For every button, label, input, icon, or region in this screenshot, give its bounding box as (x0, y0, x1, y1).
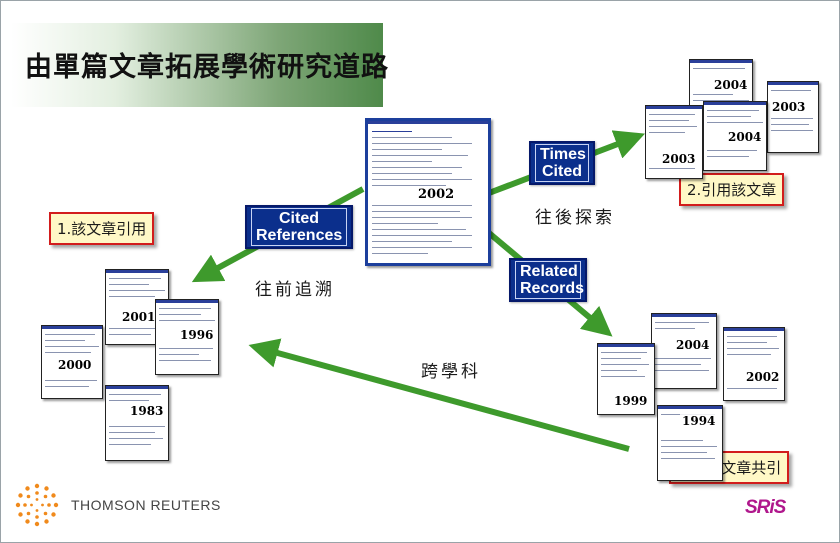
direction-forward: 往後探索 (535, 208, 615, 228)
doc-year: 2004 (726, 130, 764, 144)
title-banner: 由單篇文章拓展學術研究道路 (11, 23, 388, 107)
doc-year: 2002 (744, 370, 782, 384)
citing-doc: 2004 (703, 101, 767, 171)
thomson-reuters-name: THOMSON REUTERS (71, 497, 221, 513)
cited-ref-doc: 1996 (155, 299, 219, 375)
center-article-record: 2002 (365, 118, 491, 266)
cited-references-line2: References (256, 227, 343, 244)
times-cited-line2: Cited (542, 163, 582, 180)
direction-interdisciplinary: 跨學科 (421, 362, 481, 382)
doc-year: 2003 (770, 100, 808, 114)
times-cited-label: Times Cited (529, 141, 595, 185)
callout-cited-refs: 1.該文章引用 (49, 212, 155, 245)
times-cited-line1: Times (540, 146, 586, 163)
slide-title: 由單篇文章拓展學術研究道路 (25, 52, 389, 83)
doc-year: 2004 (712, 78, 750, 92)
thomson-reuters-ring-icon (15, 483, 59, 527)
doc-year: 2000 (56, 358, 94, 372)
cited-references-line1: Cited (279, 210, 319, 227)
arrow-interdisciplinary (248, 338, 630, 452)
doc-year: 1999 (612, 394, 650, 408)
related-doc: 1994 (657, 405, 723, 481)
citing-doc: 2003 (767, 81, 819, 153)
citing-doc: 2003 (645, 105, 703, 179)
cited-references-label: Cited References (245, 205, 353, 249)
related-records-label: Related Records (509, 258, 587, 302)
doc-year: 1994 (680, 414, 718, 428)
related-records-line2: Records (520, 280, 585, 297)
cited-ref-doc: 1983 (105, 385, 169, 461)
related-doc: 2004 (651, 313, 717, 389)
thomson-reuters-logo: THOMSON REUTERS (15, 483, 225, 527)
sris-logo: SRiS (745, 497, 786, 518)
doc-year: 2001 (120, 310, 158, 324)
cited-ref-doc: 2000 (41, 325, 103, 399)
doc-year: 2003 (660, 152, 698, 166)
related-doc: 1999 (597, 343, 655, 415)
direction-backward: 往前追溯 (255, 280, 335, 300)
doc-year: 1983 (128, 404, 166, 418)
related-doc: 2002 (723, 327, 785, 401)
related-records-line1: Related (520, 263, 578, 280)
doc-year: 1996 (178, 328, 216, 342)
center-doc-year: 2002 (416, 187, 457, 202)
doc-year: 2004 (674, 338, 712, 352)
